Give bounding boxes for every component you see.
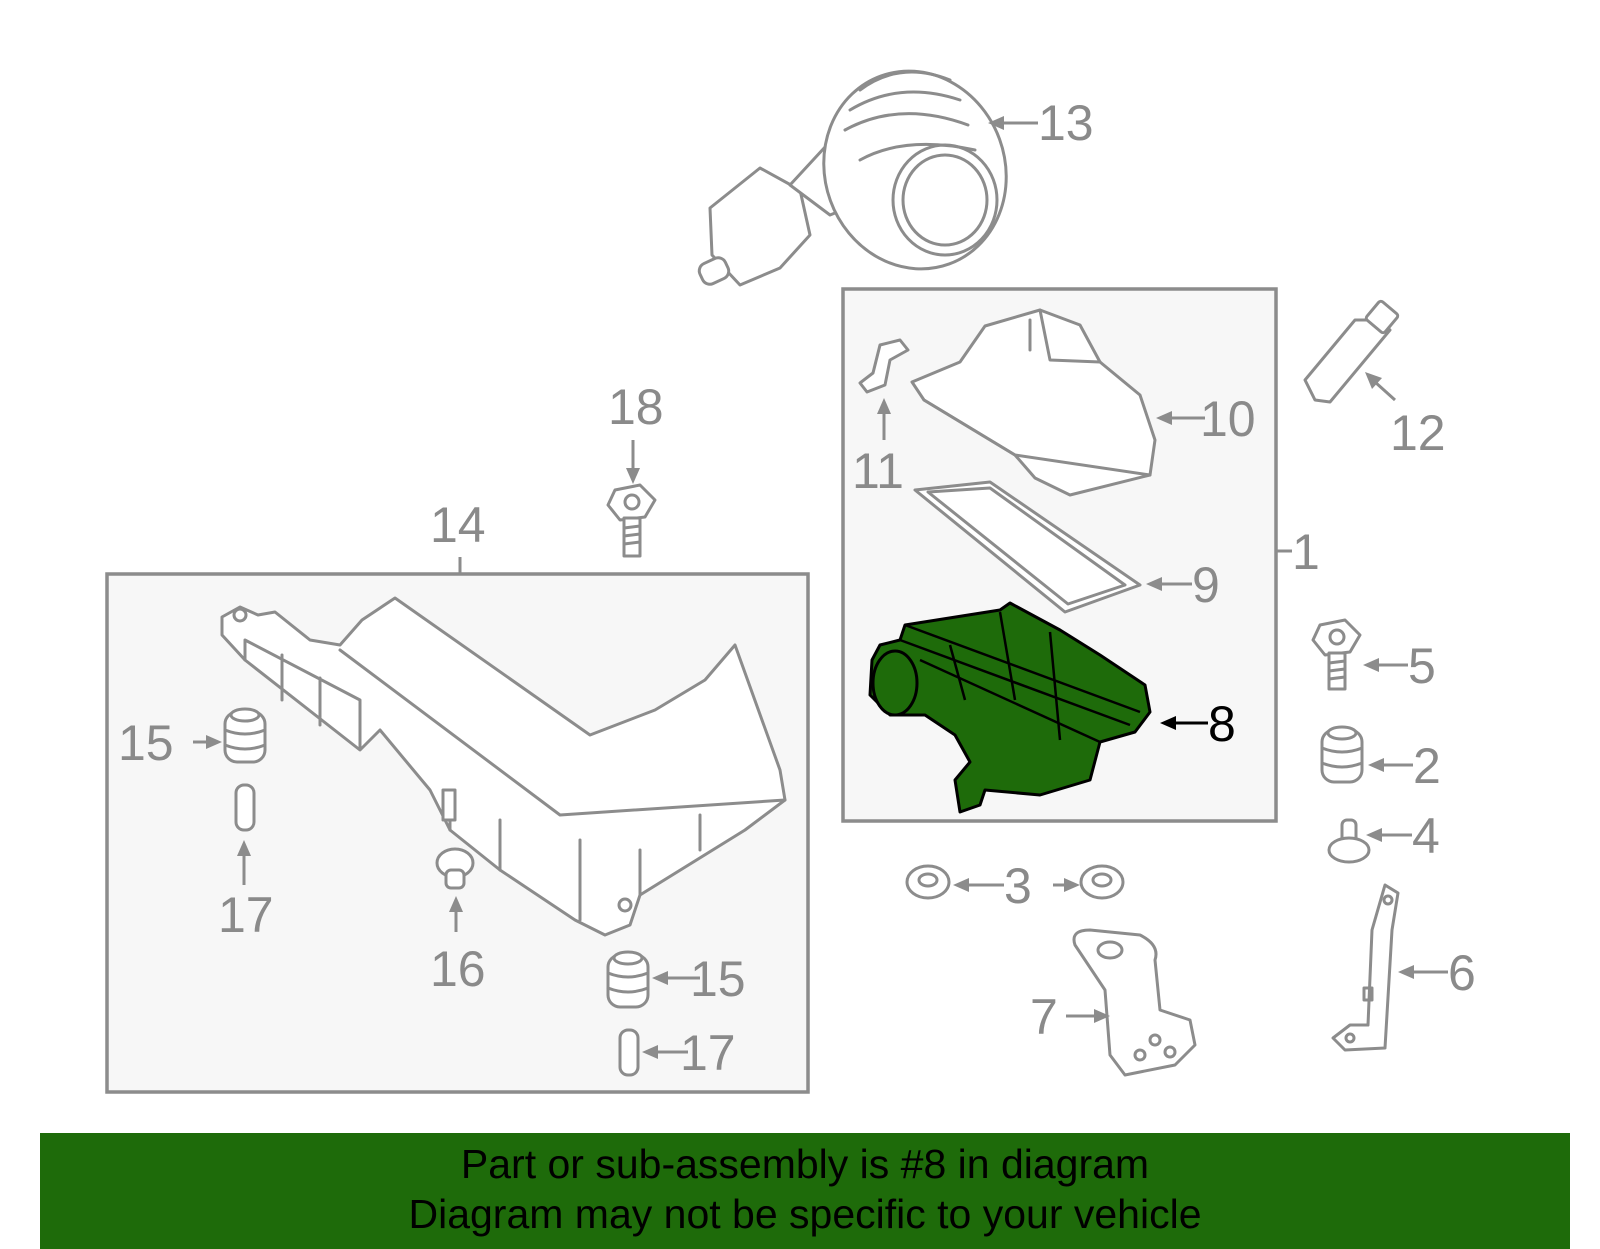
callout-5: 5 [1408,638,1436,694]
part-5-bolt[interactable] [1311,618,1362,691]
banner-line-1: Part or sub-assembly is #8 in diagram [460,1141,1150,1187]
part-15-grommet-lower[interactable] [606,950,650,1009]
callout-12: 12 [1390,405,1446,461]
part-4-fastener[interactable] [1327,818,1371,864]
part-10-upper-cover[interactable] [910,308,1157,497]
part-12-sensor[interactable] [1303,299,1400,404]
info-banner: Part or sub-assembly is #8 in diagram Di… [40,1133,1570,1249]
callout-7: 7 [1030,989,1058,1045]
part-7-bracket[interactable] [1072,928,1197,1077]
callout-9: 9 [1192,557,1220,613]
callout-13: 13 [1038,95,1094,151]
callout-16: 16 [430,941,486,997]
part-2-grommet[interactable] [1320,725,1364,784]
callout-17-upper: 17 [218,887,274,943]
callout-10: 10 [1200,391,1256,447]
banner-line-2: Diagram may not be specific to your vehi… [408,1191,1202,1237]
part-11-clip[interactable] [858,338,910,394]
part-17-pin-upper[interactable] [234,783,256,832]
part-6-bracket[interactable] [1331,883,1400,1052]
leader-lines [193,116,1448,1059]
part-3-washer-left[interactable] [905,864,951,900]
part-9-filter-element[interactable] [913,480,1142,614]
callout-labels: 13 14 18 15 17 16 15 17 11 10 9 8 1 12 5… [118,95,1476,1081]
part-18-bolt[interactable] [606,483,657,558]
callout-15-upper: 15 [118,715,174,771]
part-13-intake-duct[interactable] [697,45,1034,295]
callout-2: 2 [1413,738,1441,794]
callout-1: 1 [1292,524,1320,580]
callout-15-lower: 15 [690,951,746,1007]
callout-11: 11 [852,443,904,499]
part-15-grommet-upper[interactable] [223,707,267,764]
callout-18: 18 [608,379,664,435]
callout-6: 6 [1448,945,1476,1001]
part-16-clip[interactable] [435,847,475,890]
part-14-air-cleaner-assembly[interactable] [220,596,787,937]
callout-3: 3 [1004,858,1032,914]
part-3-washer-right[interactable] [1079,864,1125,900]
part-8-lower-housing[interactable] [868,601,1152,814]
part-17-pin-lower[interactable] [618,1028,640,1077]
callout-4: 4 [1412,808,1440,864]
callout-17-lower: 17 [680,1025,736,1081]
callout-8: 8 [1208,696,1236,752]
callout-14: 14 [430,497,486,553]
